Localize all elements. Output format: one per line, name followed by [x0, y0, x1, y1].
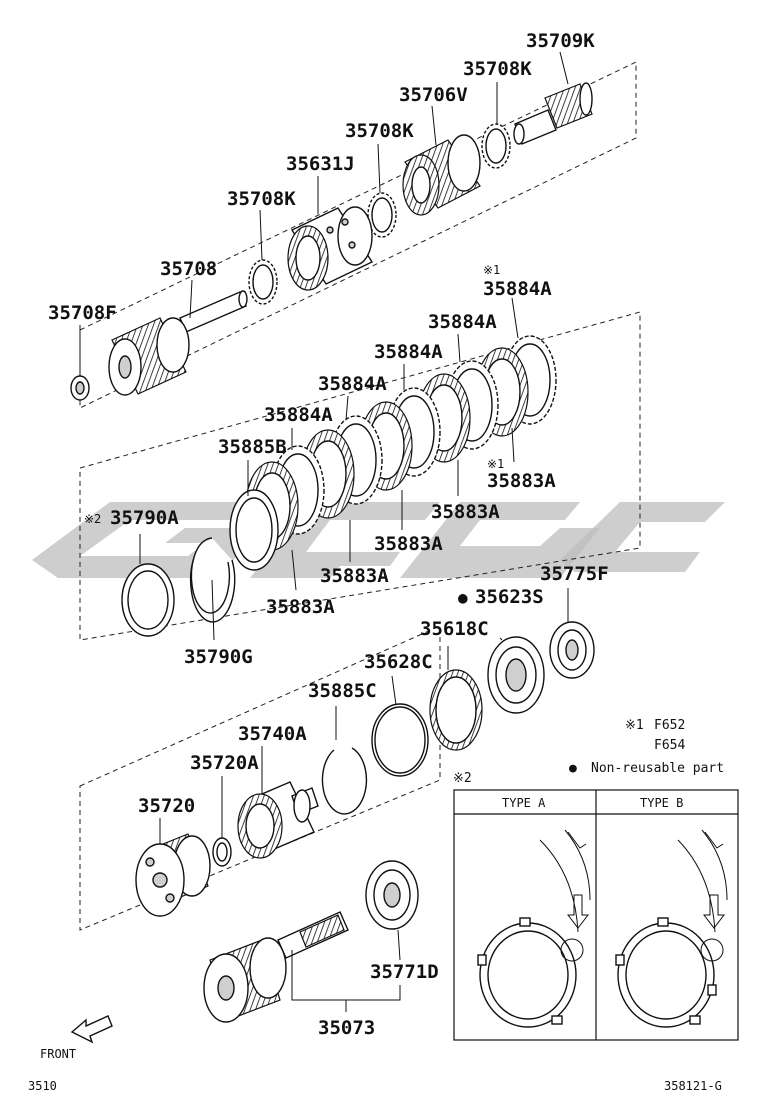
label-35883A: 35883A	[266, 596, 335, 618]
label-35884A: 35884A	[318, 373, 387, 395]
page-code: 3510	[28, 1079, 57, 1093]
label-35883A: 35883A	[374, 533, 443, 555]
front-label: FRONT	[40, 1047, 76, 1061]
label-35708K: 35708K	[463, 58, 532, 80]
leader-lines	[79, 51, 569, 1012]
label-35623S: 35623S	[475, 586, 544, 608]
part-35631J	[287, 206, 374, 291]
part-35708K-a	[481, 123, 511, 169]
part-35708K-b	[367, 192, 397, 238]
label-35885C: 35885C	[308, 680, 377, 702]
label-35884A: 35884A	[428, 311, 497, 333]
ref-mark-2: ※2	[84, 512, 101, 526]
label-35618C: 35618C	[420, 618, 489, 640]
legend-nonreusable: Non-reusable part	[591, 761, 724, 776]
label-35720A: 35720A	[190, 752, 259, 774]
part-35885C	[371, 703, 429, 777]
type-a-label: TYPE A	[502, 796, 546, 810]
label-35708: 35708	[160, 258, 217, 280]
part-35740A	[237, 781, 319, 859]
label-35740A: 35740A	[238, 723, 307, 745]
nonreusable-dot: ●	[458, 588, 468, 607]
part-labels: 35709K 35708K 35706V 35708K 35631J 35708…	[48, 30, 609, 1039]
label-35708K: 35708K	[227, 188, 296, 210]
label-35628C: 35628C	[364, 651, 433, 673]
label-35706V: 35706V	[399, 84, 468, 106]
label-35884A: 35884A	[483, 278, 552, 300]
label-35631J: 35631J	[286, 153, 355, 175]
label-35884A: 35884A	[264, 404, 333, 426]
part-35073	[203, 911, 349, 1023]
clutch-pack	[229, 335, 557, 571]
part-35720	[135, 833, 211, 917]
label-35073: 35073	[318, 1017, 375, 1039]
part-35790G	[189, 537, 236, 623]
label-35885B: 35885B	[218, 436, 287, 458]
group-box-lower	[79, 625, 441, 931]
label-35790G: 35790G	[184, 646, 253, 668]
legend-ref1-mark: ※1	[625, 718, 644, 733]
part-35720A	[212, 837, 232, 867]
part-35771D	[365, 860, 419, 930]
label-35708F: 35708F	[48, 302, 117, 324]
part-35708	[108, 290, 248, 396]
label-35883A: 35883A	[431, 501, 500, 523]
detail-box: ※2 TYPE A TYPE B	[453, 771, 739, 1041]
part-35708F	[70, 375, 90, 401]
label-35709K: 35709K	[526, 30, 595, 52]
label-35720: 35720	[138, 795, 195, 817]
type-b-label: TYPE B	[640, 796, 683, 810]
group-box-upper	[79, 61, 637, 409]
part-35790A	[121, 563, 175, 637]
part-35706V	[402, 134, 481, 216]
part-35628C	[429, 669, 483, 751]
part-35708K-c	[248, 259, 278, 305]
front-arrow: FRONT	[40, 1015, 113, 1061]
label-35790A: 35790A	[110, 507, 179, 529]
label-35771D: 35771D	[370, 961, 439, 983]
type-a-illustration	[477, 829, 591, 1028]
label-35775F: 35775F	[540, 563, 609, 585]
part-35740A-ring	[321, 747, 368, 815]
legend-dot: ●	[569, 761, 577, 776]
label-35883A: 35883A	[320, 565, 389, 587]
legend-f654: F654	[654, 738, 685, 753]
part-35709K	[513, 82, 593, 145]
legend: ※1 F652 F654 ● Non-reusable part	[569, 718, 724, 776]
group-box-clutch	[79, 311, 641, 641]
label-35883A: 35883A	[487, 470, 556, 492]
label-35708K: 35708K	[345, 120, 414, 142]
part-35618C	[487, 636, 545, 714]
figure-code: 358121-G	[664, 1079, 722, 1093]
label-35884A: 35884A	[374, 341, 443, 363]
ref-mark-1b: ※1	[487, 457, 504, 471]
ref-mark-1: ※1	[483, 263, 500, 277]
detail-box-mark: ※2	[453, 771, 472, 786]
legend-f652: F652	[654, 718, 685, 733]
part-35775F	[549, 621, 595, 679]
type-b-illustration	[615, 829, 728, 1028]
